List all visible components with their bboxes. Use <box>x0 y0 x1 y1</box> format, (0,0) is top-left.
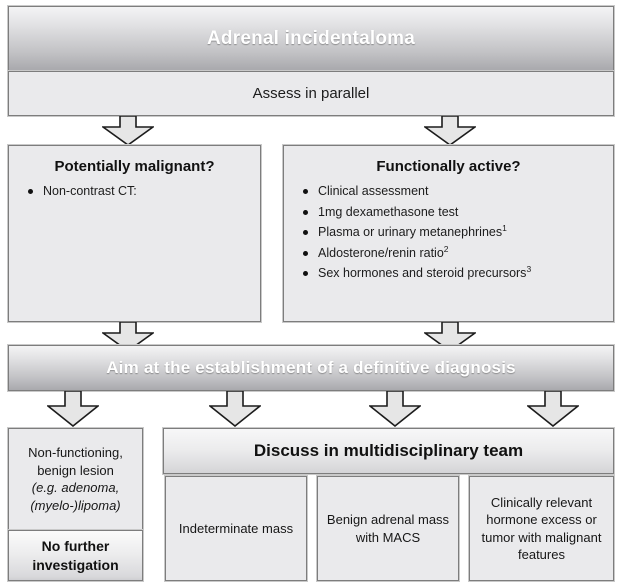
arrow-to-mdt-option-1 <box>209 391 261 427</box>
header-discuss-in-mdt: Discuss in multidisciplinary team <box>162 427 615 475</box>
box-non-functioning-benign-lesion: Non-functioning, benign lesion (e.g. ade… <box>7 427 144 531</box>
potentially-malignant-bullet-list: Non-contrast CT: <box>9 183 260 201</box>
box-no-further-investigation: No further investigation <box>7 529 144 582</box>
list-item: Plasma or urinary metanephrines1 <box>303 224 607 242</box>
mdt-header-text: Discuss in multidisciplinary team <box>253 441 524 460</box>
arrow-to-functionally-active <box>424 116 476 146</box>
potentially-malignant-heading: Potentially malignant? <box>54 158 215 175</box>
arrow-left-to-aim-bar <box>102 322 154 352</box>
lesion-line-3: (e.g. adenoma, <box>31 480 120 495</box>
arrow-to-mdt-option-3 <box>527 391 579 427</box>
no-further-investigation-text: No further investigation <box>32 537 119 573</box>
functionally-active-bullet-list: Clinical assessment 1mg dexamethasone te… <box>284 183 613 283</box>
list-item: 1mg dexamethasone test <box>303 204 607 222</box>
list-item: Non-contrast CT: <box>28 183 254 201</box>
list-item: Sex hormones and steroid precursors3 <box>303 265 607 283</box>
list-item: Clinical assessment <box>303 183 607 201</box>
header-title: Adrenal incidentaloma <box>207 27 415 49</box>
mdt-option-1-text: Indeterminate mass <box>178 520 294 536</box>
functionally-active-heading: Functionally active? <box>376 158 521 175</box>
list-item: Aldosterone/renin ratio2 <box>303 244 607 263</box>
arrow-to-mdt-option-2 <box>369 391 421 427</box>
box-mdt-option-benign-macs: Benign adrenal mass with MACS <box>316 475 460 582</box>
lesion-line-2: benign lesion <box>37 462 114 478</box>
non-functioning-lesion-text: Non-functioning, benign lesion (e.g. ade… <box>9 429 142 529</box>
arrow-to-potentially-malignant <box>102 116 154 146</box>
header-adrenal-incidentaloma: Adrenal incidentaloma <box>7 5 615 72</box>
box-functionally-active: Functionally active? Clinical assessment… <box>282 144 615 323</box>
aim-bar-text: Aim at the establishment of a definitive… <box>106 358 516 377</box>
box-mdt-option-indeterminate-mass: Indeterminate mass <box>164 475 308 582</box>
bar-aim-definitive-diagnosis: Aim at the establishment of a definitive… <box>7 344 615 392</box>
mdt-option-3-text: Clinically relevant hormone excess or tu… <box>481 494 602 563</box>
arrow-right-to-aim-bar <box>424 322 476 352</box>
lesion-line-4: (myelo-)lipoma) <box>30 497 121 513</box>
subheader-assess-in-parallel: Assess in parallel <box>7 70 615 117</box>
mdt-option-2-text: Benign adrenal mass with MACS <box>326 512 450 545</box>
lesion-line-1: Non-functioning, <box>28 445 123 460</box>
subheader-text: Assess in parallel <box>252 85 370 102</box>
box-potentially-malignant: Potentially malignant? Non-contrast CT: <box>7 144 262 323</box>
arrow-to-non-functioning-lesion <box>47 391 99 427</box>
box-mdt-option-hormone-excess-malignant: Clinically relevant hormone excess or tu… <box>468 475 615 582</box>
